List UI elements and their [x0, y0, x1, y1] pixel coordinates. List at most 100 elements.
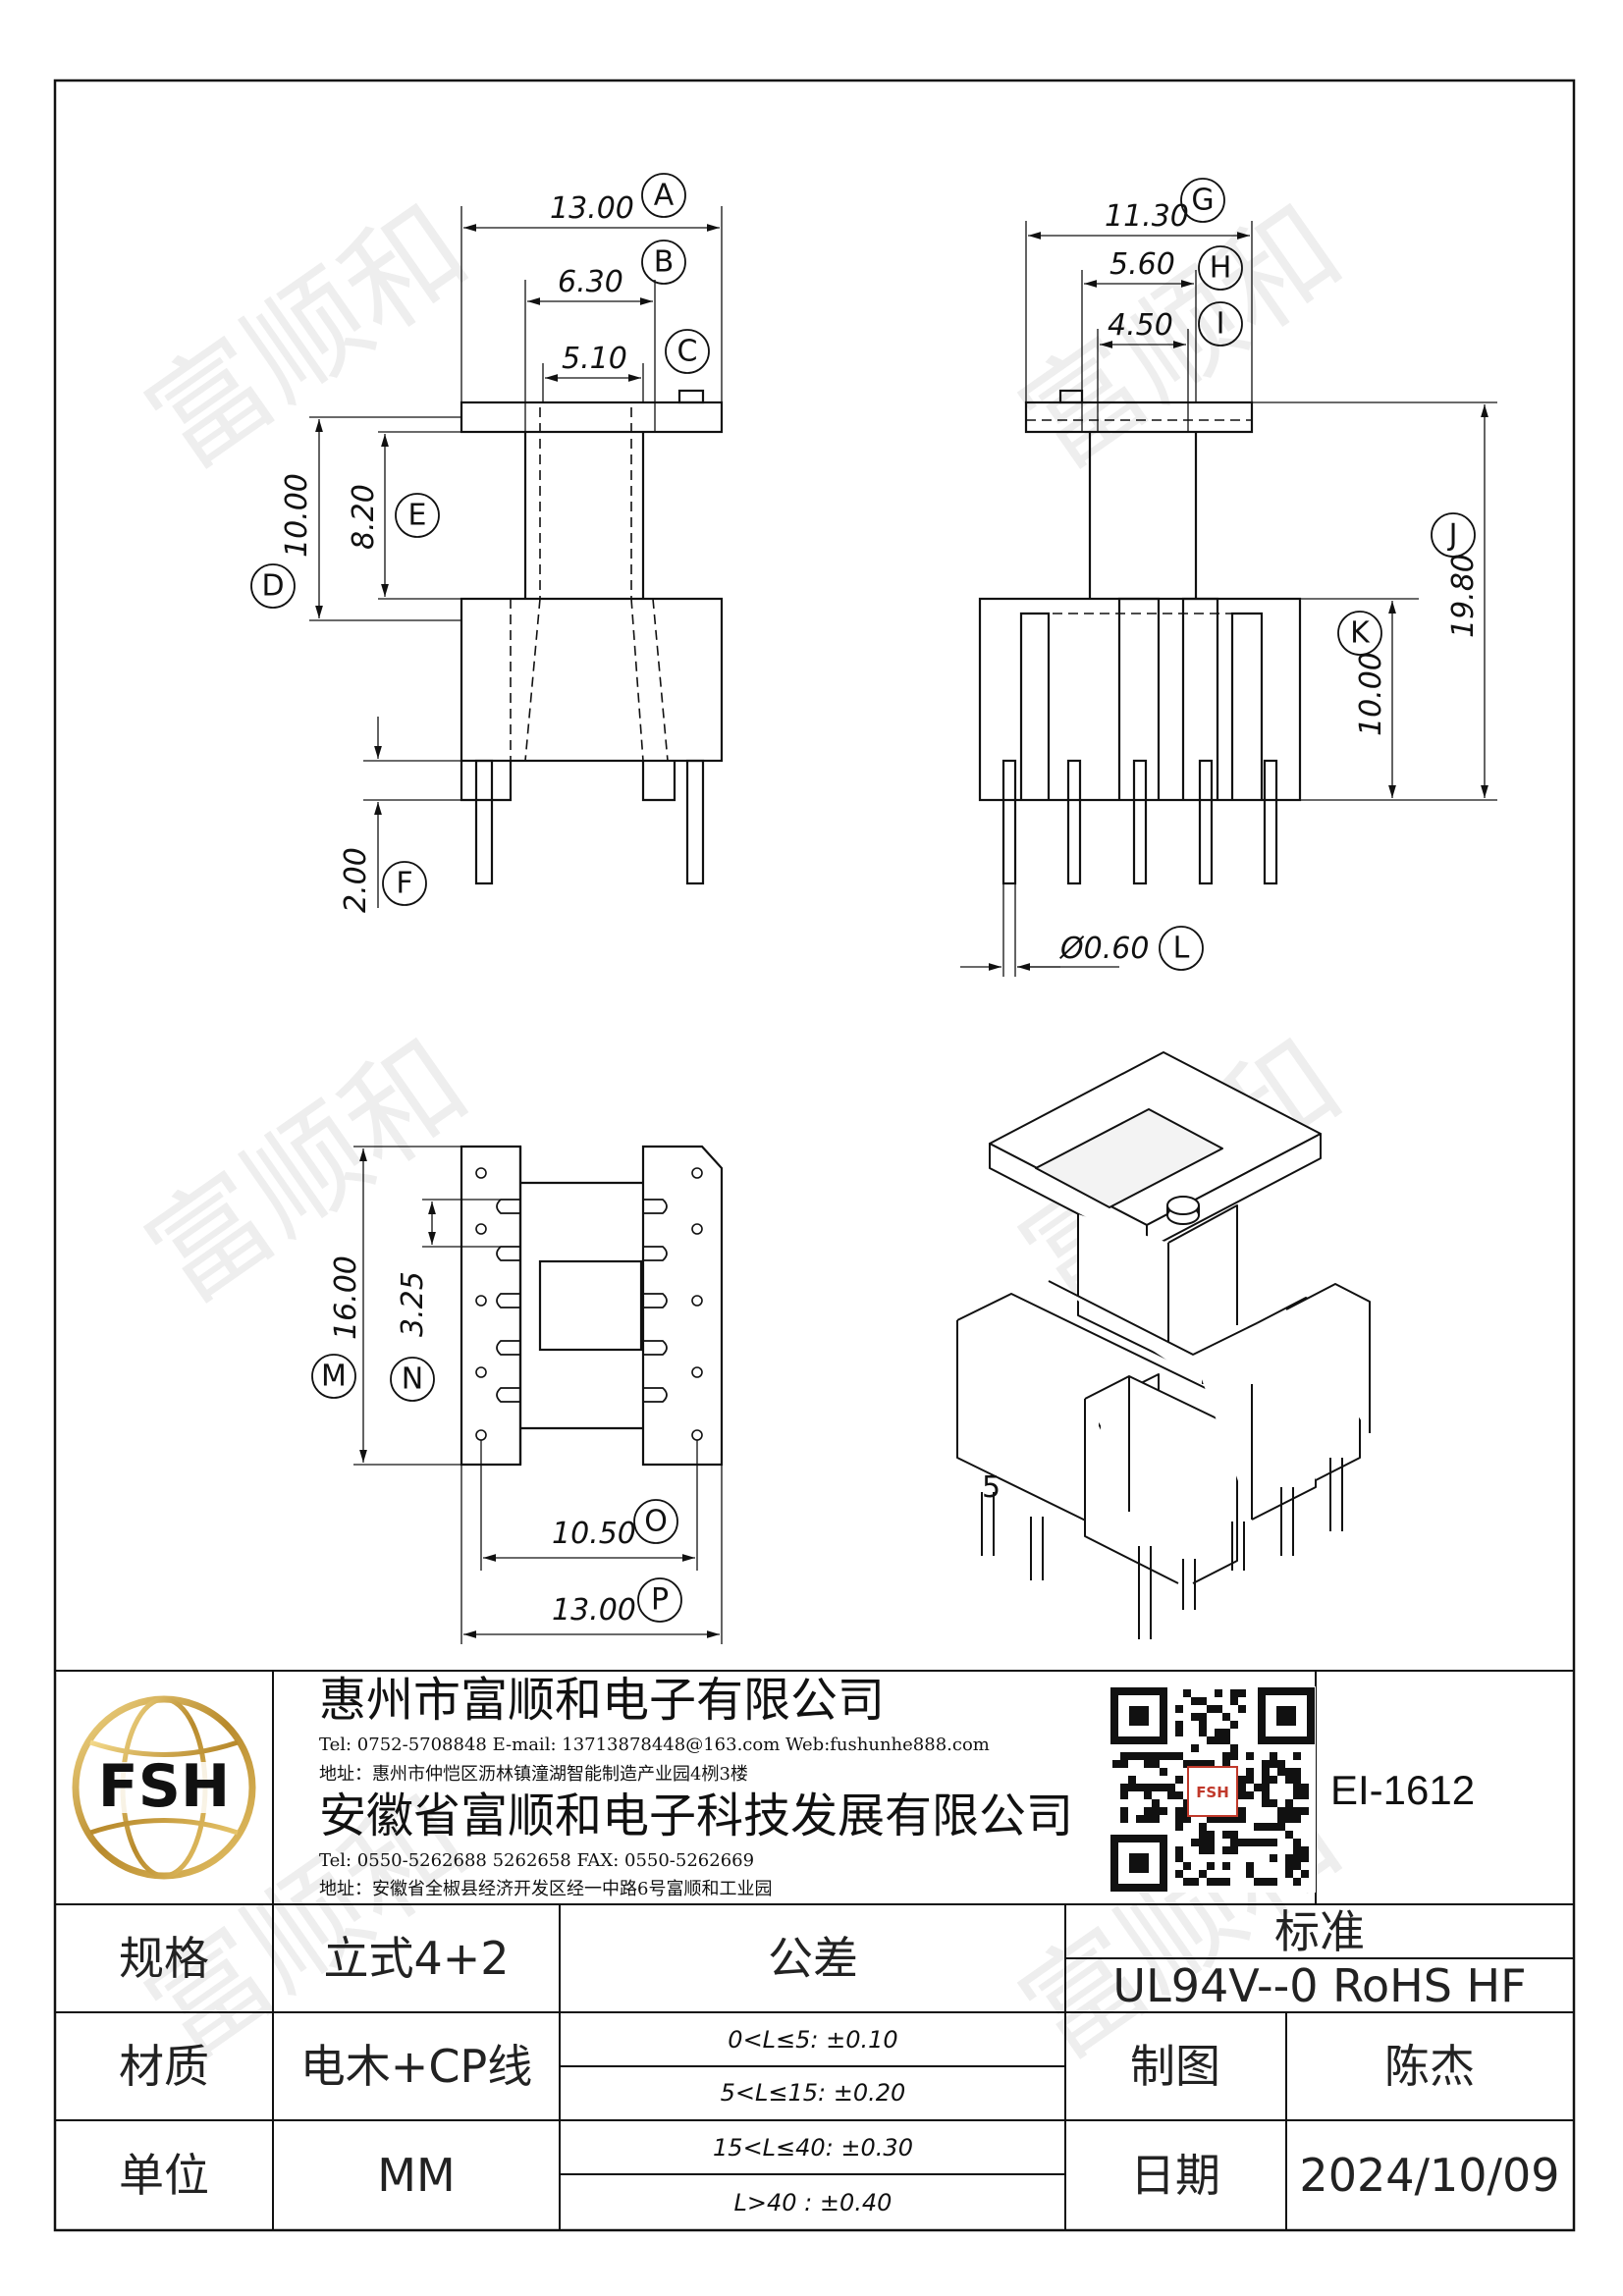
qr-module	[1175, 1752, 1183, 1760]
qr-module	[1215, 1736, 1222, 1744]
qr-module	[1285, 1831, 1293, 1839]
qr-module	[1215, 1815, 1222, 1823]
dim-c-label: C	[677, 335, 698, 369]
dim-m-value: 16.00	[329, 1255, 363, 1340]
dim-b-value: 6.30	[558, 265, 623, 299]
dim-k-label: K	[1350, 616, 1371, 651]
unit-value: MM	[377, 2149, 455, 2202]
qr-module	[1222, 1831, 1230, 1839]
qr-module	[1270, 1776, 1277, 1784]
qr-module	[1270, 1760, 1277, 1768]
qr-module	[1199, 1697, 1207, 1705]
qr-module	[1293, 1776, 1301, 1784]
qr-module	[1293, 1791, 1301, 1799]
dim-i-label: I	[1217, 307, 1225, 342]
dim-d-label: D	[261, 569, 284, 604]
company-name-anhui: 安徽省富顺和电子科技发展有限公司	[319, 1789, 1073, 1843]
drawn-by-value: 陈杰	[1384, 2040, 1475, 2093]
unit-label: 单位	[119, 2149, 209, 2202]
tolerance-row-2: 5<L≤15: ±0.20	[721, 2079, 906, 2107]
qr-module	[1293, 1846, 1301, 1854]
side-view	[960, 221, 1497, 977]
qr-module	[1136, 1784, 1144, 1791]
qr-module	[1246, 1752, 1254, 1760]
qr-module	[1222, 1846, 1230, 1854]
dim-n-label: N	[402, 1362, 423, 1397]
dim-g-value: 11.30	[1105, 199, 1189, 234]
qr-module	[1167, 1784, 1175, 1791]
qr-module	[1160, 1807, 1167, 1815]
qr-module	[1207, 1846, 1215, 1854]
qr-module	[1191, 1760, 1199, 1768]
qr-module	[1199, 1729, 1207, 1736]
qr-module	[1191, 1697, 1199, 1705]
qr-module	[1285, 1862, 1293, 1870]
qr-module	[1183, 1760, 1191, 1768]
dim-k-value: 10.00	[1354, 652, 1388, 736]
material-label: 材质	[119, 2040, 209, 2093]
date-value: 2024/10/09	[1299, 2149, 1559, 2202]
qr-module	[1301, 1807, 1309, 1815]
qr-module	[1285, 1799, 1293, 1807]
bottom-view	[353, 1145, 724, 1644]
dim-j-value: 19.80	[1446, 554, 1481, 638]
qr-module	[1222, 1729, 1230, 1736]
qr-module	[1183, 1689, 1191, 1697]
qr-module	[1207, 1862, 1215, 1870]
qr-module	[1293, 1784, 1301, 1791]
dim-l-label: L	[1173, 932, 1190, 966]
qr-module	[1285, 1854, 1293, 1862]
qr-module	[1238, 1839, 1246, 1846]
qr-module	[1293, 1878, 1301, 1886]
qr-code: FSH	[1109, 1686, 1316, 1893]
dim-l-value: Ø0.60	[1058, 932, 1149, 966]
qr-module	[1207, 1878, 1215, 1886]
part-number: EI-1612	[1330, 1767, 1475, 1813]
qr-module	[1301, 1854, 1309, 1862]
qr-module	[1191, 1744, 1199, 1752]
qr-module	[1238, 1807, 1246, 1815]
drawn-by-label: 制图	[1130, 2040, 1220, 2093]
front-view	[309, 206, 724, 908]
front-view-dims: 13.00 A 6.30 B 5.10 C 10.00 D 8.20 E 2.0…	[250, 173, 710, 913]
qr-module	[1301, 1791, 1309, 1799]
qr-module	[1285, 1768, 1293, 1776]
dim-a-label: A	[654, 179, 675, 213]
qr-module	[1167, 1791, 1175, 1799]
qr-module	[1152, 1815, 1160, 1823]
company-contact-anhui: Tel: 0550-5262688 5262658 FAX: 0550-5262…	[319, 1850, 754, 1871]
qr-module	[1112, 1760, 1120, 1768]
dim-f-label: F	[396, 867, 412, 901]
qr-module	[1262, 1760, 1270, 1768]
qr-module	[1152, 1799, 1160, 1807]
tolerance-row-4: L>40 : ±0.40	[734, 2189, 893, 2216]
qr-module	[1262, 1823, 1270, 1831]
qr-module	[1222, 1713, 1230, 1721]
dim-a-value: 13.00	[550, 191, 634, 226]
qr-module	[1152, 1752, 1160, 1760]
qr-module	[1246, 1776, 1254, 1784]
qr-module	[1120, 1784, 1128, 1791]
qr-module	[1136, 1752, 1144, 1760]
material-value: 电木+CP线	[300, 2040, 532, 2093]
company-address-huizhou: 地址：惠州市仲恺区沥林镇潼湖智能制造产业园4栵3楼	[319, 1764, 748, 1785]
qr-module	[1191, 1839, 1199, 1846]
qr-module	[1285, 1807, 1293, 1815]
qr-module	[1285, 1776, 1293, 1784]
qr-module	[1222, 1815, 1230, 1823]
pin-number-marker: 5	[982, 1470, 1001, 1505]
qr-module	[1215, 1689, 1222, 1697]
qr-module	[1262, 1799, 1270, 1807]
qr-module	[1270, 1878, 1277, 1886]
qr-module	[1152, 1784, 1160, 1791]
qr-module	[1160, 1768, 1167, 1776]
qr-module	[1246, 1862, 1254, 1870]
dim-e-value: 8.20	[347, 484, 381, 550]
qr-module	[1262, 1784, 1270, 1791]
qr-module	[1175, 1721, 1183, 1729]
qr-module	[1160, 1784, 1167, 1791]
qr-module	[1238, 1689, 1246, 1697]
qr-module	[1199, 1831, 1207, 1839]
qr-module	[1199, 1760, 1207, 1768]
qr-module	[1293, 1752, 1301, 1760]
